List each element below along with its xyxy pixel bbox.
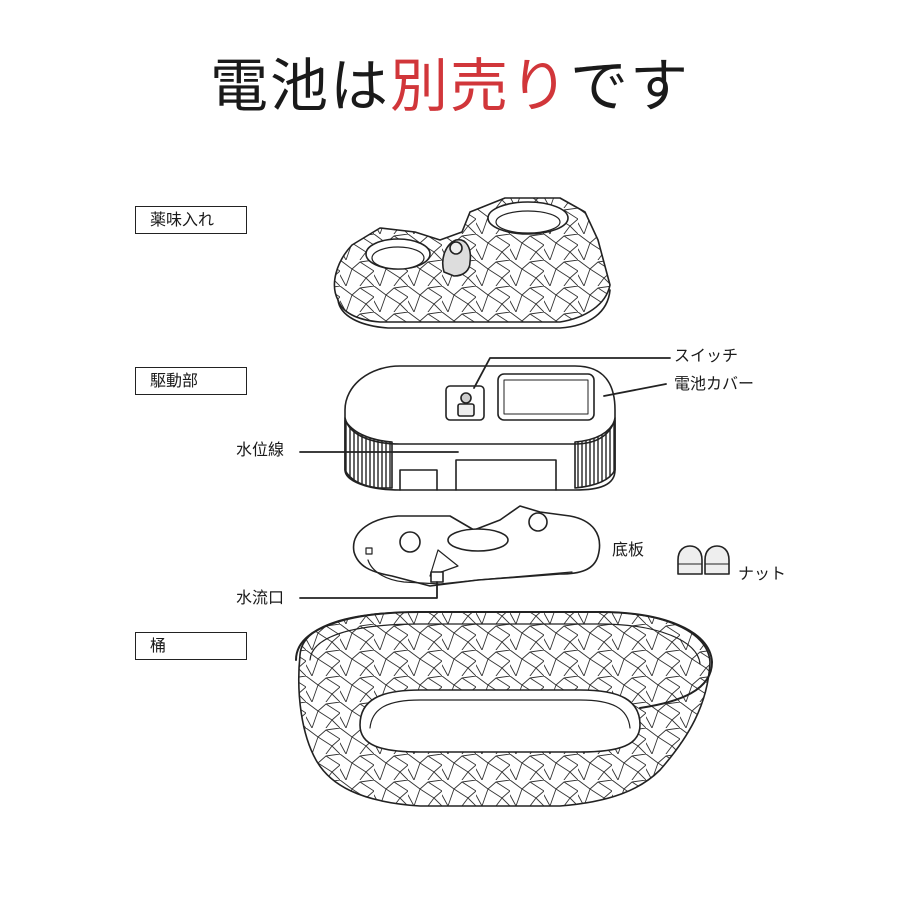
label-nut: ナット — [738, 564, 787, 583]
bottom-plate — [352, 505, 601, 587]
section-label-drive: 駆動部 — [135, 367, 247, 395]
leader-lines — [299, 357, 671, 599]
label-water-outlet: 水流口 — [236, 588, 285, 607]
label-battery-cover: 電池カバー — [674, 374, 755, 393]
tub — [295, 611, 713, 807]
nuts — [677, 545, 730, 575]
condiment-tray — [333, 197, 611, 329]
title-accent: 別売り — [389, 52, 570, 120]
title-part2: です — [570, 52, 691, 120]
title-part1: 電池は — [209, 52, 390, 120]
section-label-condiment: 薬味入れ — [135, 206, 247, 234]
page-title: 電池は別売りです — [0, 46, 900, 126]
label-switch: スイッチ — [674, 346, 739, 365]
section-label-tub: 桶 — [135, 632, 247, 660]
drive-unit — [344, 365, 616, 491]
label-water-level: 水位線 — [236, 440, 285, 459]
label-bottom-plate: 底板 — [612, 540, 645, 559]
